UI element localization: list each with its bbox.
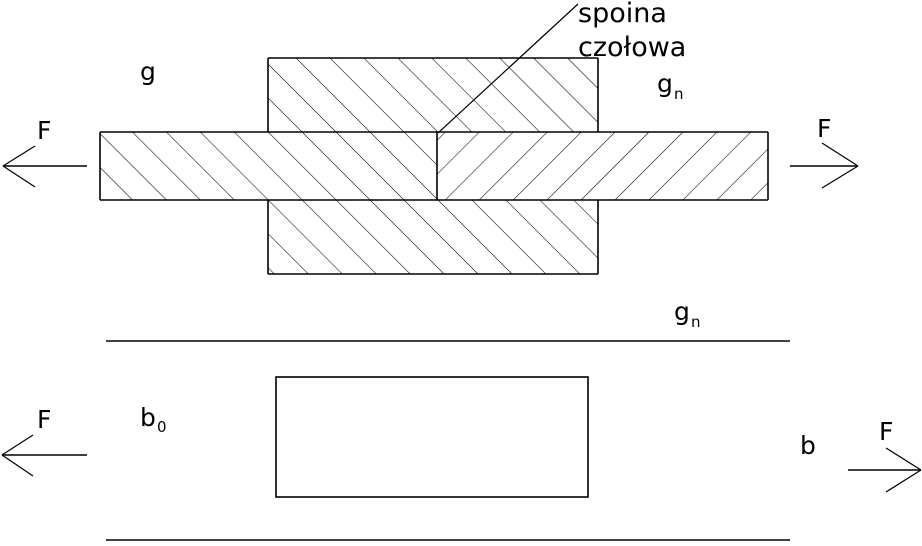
label-b0: b 0 xyxy=(140,403,167,436)
force-arrow-top-left xyxy=(2,145,87,188)
label-gn-top: g n xyxy=(657,69,684,103)
main-plate-right xyxy=(437,132,768,200)
force-arrow-top-right xyxy=(790,142,859,189)
label-plate-thickness-g: g xyxy=(140,57,156,86)
label-gn-bottom-sub: n xyxy=(691,313,701,331)
label-gn-top-base: g xyxy=(657,69,673,98)
cover-plate-outline xyxy=(267,57,599,275)
main-plate-left xyxy=(100,132,437,200)
force-label-bottom-left: F xyxy=(37,405,51,434)
cover-plate-lower xyxy=(268,200,598,274)
plan-cover-plate-rect xyxy=(275,376,589,498)
cover-plate-upper xyxy=(268,58,598,132)
force-label-bottom-right: F xyxy=(879,417,893,446)
weld-note-line-1: spoina xyxy=(578,0,667,29)
label-b0-base: b xyxy=(140,403,156,432)
label-gn-bottom: g n xyxy=(674,297,701,331)
force-label-top-right: F xyxy=(817,114,831,143)
label-gn-bottom-base: g xyxy=(674,297,690,326)
label-b0-sub: 0 xyxy=(157,418,167,436)
cross-section-view: spoina czołowa g n g F F xyxy=(2,0,859,275)
label-gn-top-sub: n xyxy=(674,85,684,103)
force-arrow-bottom-left xyxy=(1,434,87,477)
main-plate-outline xyxy=(99,131,769,201)
weld-note-line-2: czołowa xyxy=(578,32,686,63)
force-arrow-bottom-right xyxy=(848,447,922,493)
force-label-top-left: F xyxy=(37,116,51,145)
plan-view: g n b 0 b F xyxy=(1,297,922,541)
label-b-outer: b xyxy=(800,431,816,460)
weld-leader-line xyxy=(437,3,579,134)
plan-cover-plate-rect-fill xyxy=(276,377,588,497)
